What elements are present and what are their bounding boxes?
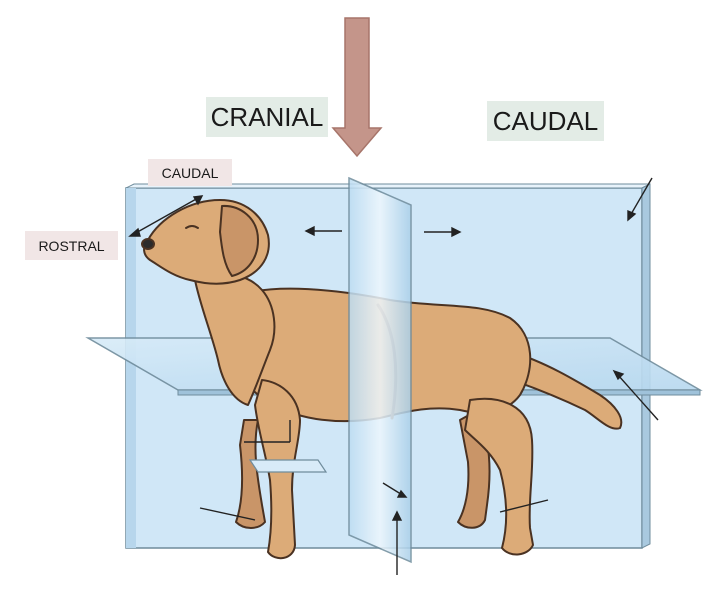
leg-plane <box>248 459 328 473</box>
direction-arrows <box>128 177 659 575</box>
caudal-head-label: CAUDAL <box>148 159 232 186</box>
transverse-plane <box>348 176 412 564</box>
cranial-label: CRANIAL <box>206 97 328 137</box>
rostral-label: ROSTRAL <box>25 231 118 260</box>
caudal-label: CAUDAL <box>487 101 604 141</box>
dog-illustration <box>141 199 623 560</box>
cranial-arrow <box>331 17 383 158</box>
